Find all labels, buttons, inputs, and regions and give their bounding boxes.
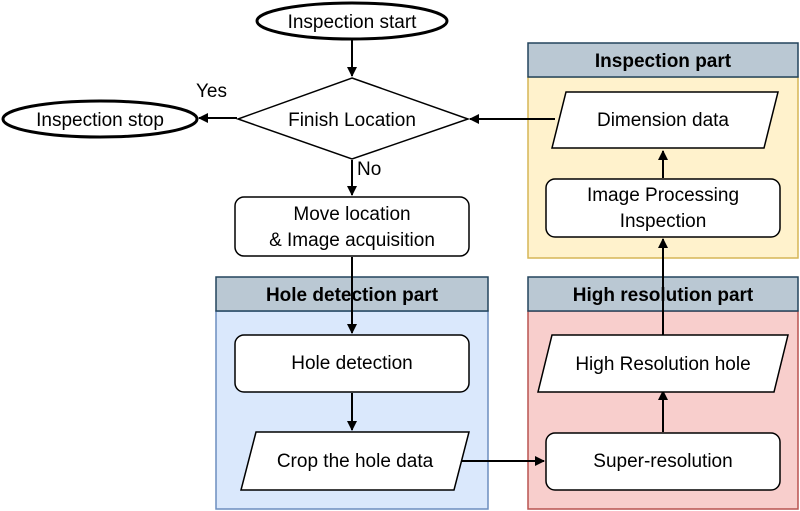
node-image-processing-inspection: Image Processing Inspection [545,178,781,238]
image-processing-line2: Inspection [620,211,707,232]
dimension-parallelogram [551,91,779,149]
node-inspection-start: Inspection start [255,1,449,41]
crop-label: Crop the hole data [277,451,434,472]
node-finish-location-decision: Finish Location [235,77,471,160]
stop-terminal-shape [1,99,199,139]
start-terminal-shape [255,1,449,41]
high-res-hole-parallelogram [537,334,789,393]
image-processing-line1: Image Processing [587,185,739,206]
node-inspection-stop: Inspection stop [1,99,199,139]
move-location-line2: & Image acquisition [269,230,435,251]
move-location-box [234,196,470,257]
node-high-resolution-hole: High Resolution hole [537,334,789,393]
start-label: Inspection start [288,12,418,33]
decision-diamond [235,77,471,160]
hole-detection-box [234,334,470,393]
node-dimension-data: Dimension data [551,91,779,149]
super-resolution-label: Super-resolution [593,451,732,472]
image-processing-box [545,178,781,238]
node-hole-detection: Hole detection [234,334,470,393]
decision-label: Finish Location [288,110,416,131]
hole-detection-label: Hole detection [291,353,412,374]
super-resolution-box [545,432,781,491]
edges [198,40,668,466]
node-crop-hole-data: Crop the hole data [240,431,470,491]
inspection-part-header [527,42,799,78]
stop-label: Inspection stop [36,110,164,131]
crop-parallelogram [240,431,470,491]
high-res-hole-label: High Resolution hole [575,354,750,375]
inspection-part-title: Inspection part [595,51,732,72]
move-location-line1: Move location [293,204,410,225]
dimension-label: Dimension data [597,110,729,131]
node-super-resolution: Super-resolution [545,432,781,491]
edge-label-no: No [357,159,381,180]
node-move-location: Move location & Image acquisition [234,196,470,257]
edge-label-yes: Yes [196,81,227,102]
